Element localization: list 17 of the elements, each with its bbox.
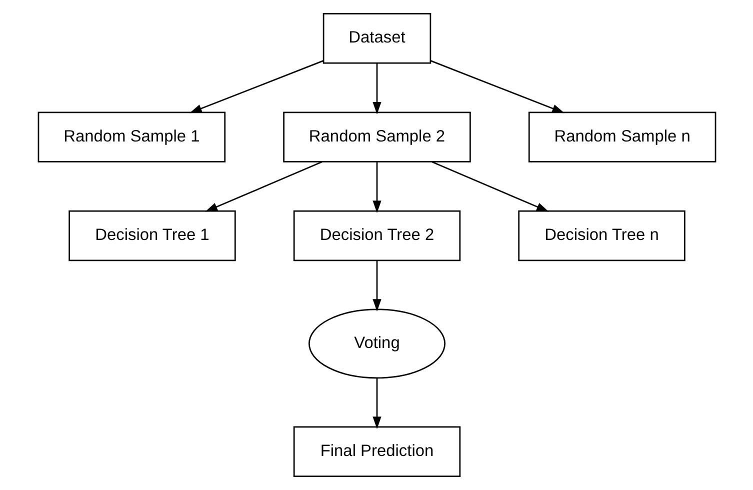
node-box: Random Sample 2: [282, 112, 470, 162]
arrow: [372, 378, 381, 429]
arrow: [372, 64, 381, 114]
node-box: Decision Tree n: [518, 210, 685, 262]
node-box: Decision Tree 1: [68, 210, 236, 262]
node-box: Random Sample 1: [37, 112, 226, 162]
node-box: Final Prediction: [292, 426, 460, 477]
arrow: [372, 260, 381, 312]
arrow: [188, 60, 323, 114]
arrow: [372, 162, 381, 214]
node-box: Random Sample n: [528, 112, 716, 162]
node-box: Decision Tree 2: [292, 210, 460, 262]
node-ellipse: Voting: [308, 308, 445, 379]
arrow: [430, 60, 564, 114]
node-box: Dataset: [322, 13, 431, 64]
arrow: [204, 161, 322, 212]
arrow: [431, 161, 548, 212]
